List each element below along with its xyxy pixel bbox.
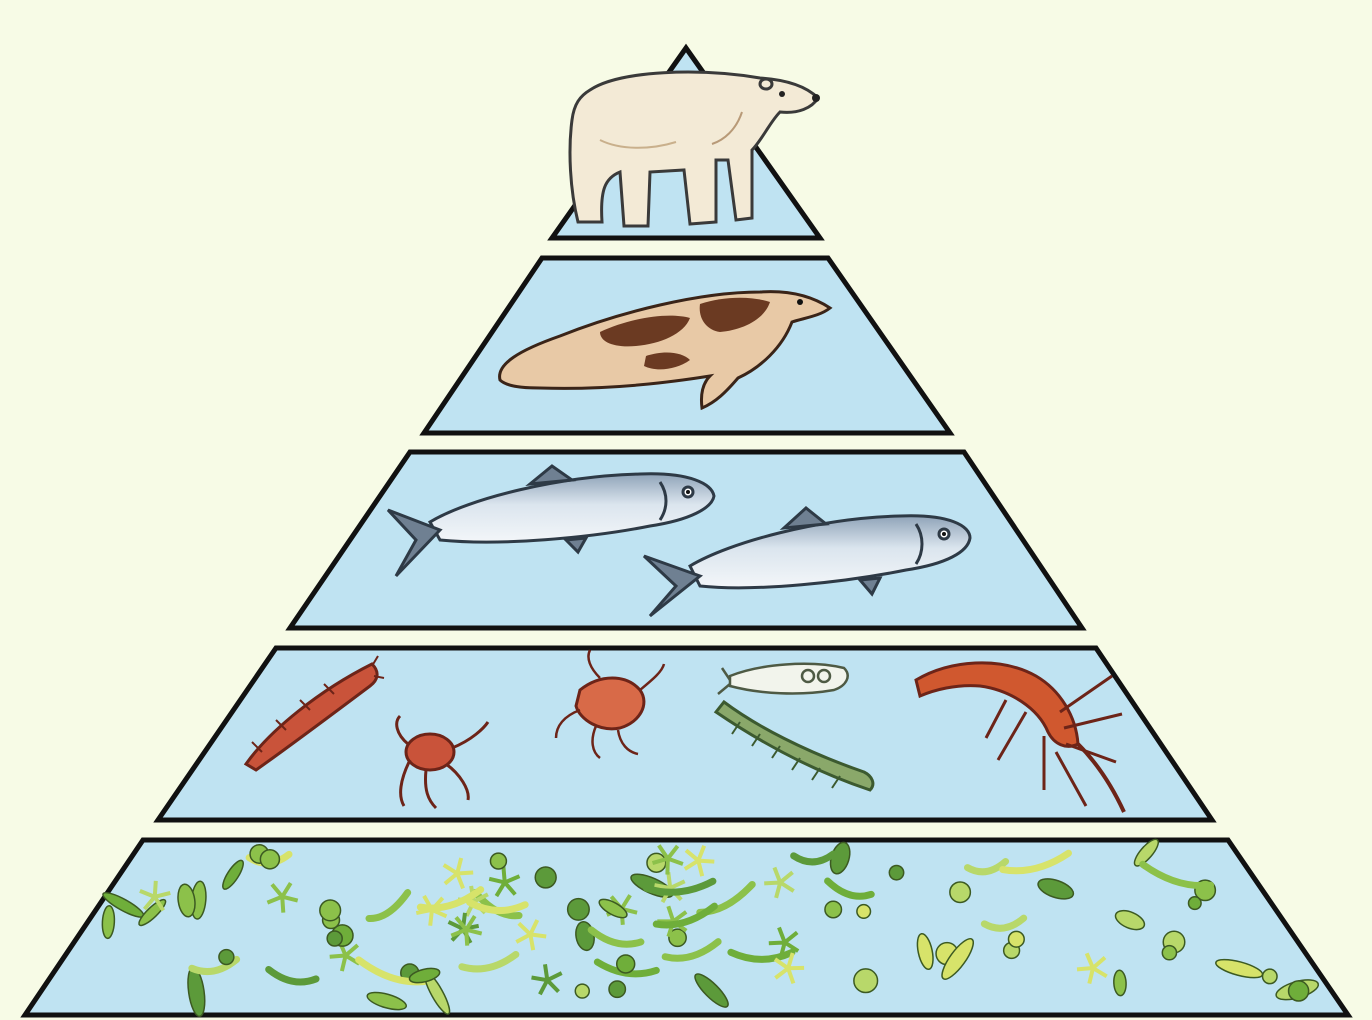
phytoplankton-cell — [617, 955, 635, 973]
phytoplankton-cell — [568, 899, 590, 921]
phytoplankton-cell — [1008, 931, 1024, 947]
phytoplankton-cell — [535, 867, 556, 888]
phytoplankton-cell — [1188, 897, 1201, 910]
phytoplankton-cell — [327, 931, 342, 946]
phytoplankton-cell — [490, 853, 506, 869]
phytoplankton-cell — [950, 882, 971, 903]
phytoplankton-cell — [1162, 946, 1176, 960]
phytoplankton-cell — [260, 850, 279, 869]
phytoplankton-cell — [854, 969, 878, 993]
phytoplankton-cell — [1113, 970, 1127, 996]
phytoplankton-cell — [320, 900, 341, 921]
phytoplankton-cell — [1263, 969, 1278, 984]
phytoplankton-cell — [889, 865, 903, 879]
phytoplankton-cell — [1289, 981, 1309, 1001]
phytoplankton-cell — [219, 950, 234, 965]
phytoplankton-cell — [609, 981, 625, 997]
phytoplankton-cell — [575, 984, 589, 998]
phytoplankton-cell — [857, 905, 871, 919]
phytoplankton-cell — [825, 901, 842, 918]
